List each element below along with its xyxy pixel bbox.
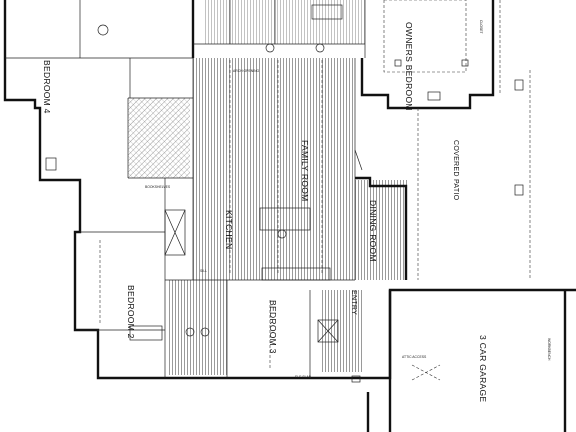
floor-hatching: [128, 0, 407, 375]
interior-walls: [5, 0, 366, 378]
svg-text:ATTIC ACCESS: ATTIC ACCESS: [402, 355, 427, 359]
svg-text:ARCH OPENING: ARCH OPENING: [233, 69, 260, 73]
room-label-garage: 3 CAR GARAGE: [478, 335, 488, 402]
svg-text:SILL: SILL: [200, 269, 207, 273]
fixtures: [45, 4, 524, 383]
room-label-dining-room: DINING ROOM: [368, 200, 378, 262]
dashed-outlines: [99, 0, 531, 381]
svg-text:CLOSET: CLOSET: [479, 20, 483, 34]
room-label-bedroom-2: BEDROOM 2: [126, 285, 136, 339]
room-label-owners-bedroom: OWNERS BEDROOM: [404, 22, 414, 111]
room-label-family-room: FAMILY ROOM: [300, 140, 310, 202]
room-label-entry: ENTRY: [350, 290, 357, 315]
annotation-notes: ARCH OPENING SILL BOOKSHELVES ATTIC ACCE…: [145, 20, 551, 379]
room-label-kitchen: KITCHEN: [224, 210, 234, 249]
svg-text:BOOKSHELVES: BOOKSHELVES: [145, 185, 171, 189]
room-label-bedroom-4: BEDROOM 4: [42, 60, 52, 114]
svg-text:ELE SLAB: ELE SLAB: [295, 375, 312, 379]
room-label-bedroom-3: BEDROOM 3: [268, 300, 278, 354]
svg-text:WORKBENCH: WORKBENCH: [547, 338, 551, 361]
room-label-covered-patio: COVERED PATIO: [452, 140, 459, 201]
